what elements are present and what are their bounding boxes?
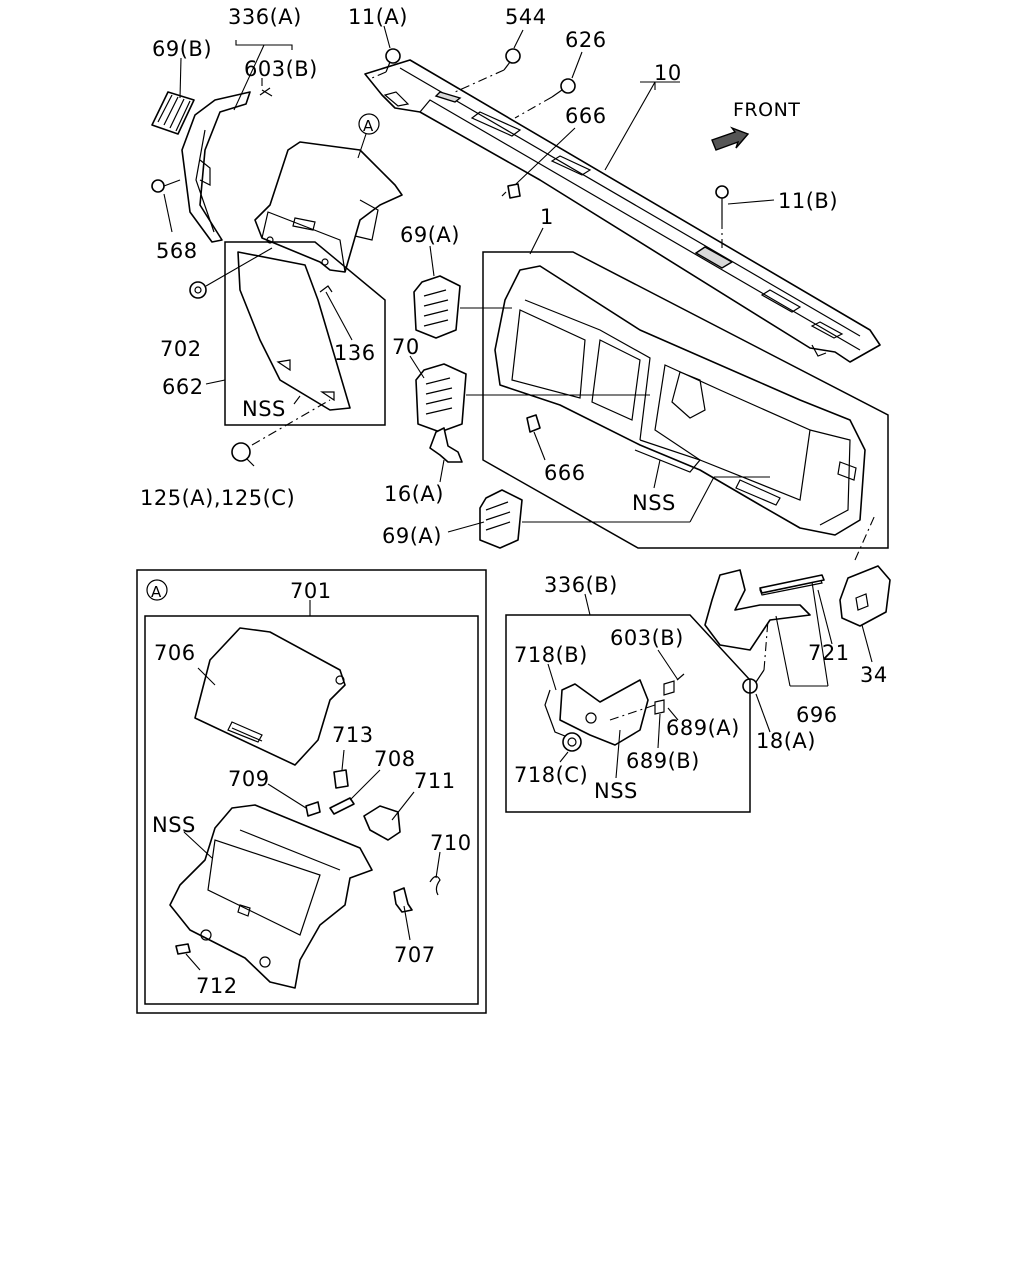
nut-702	[189, 247, 273, 299]
front-arrow-icon	[711, 126, 750, 151]
label-568: 568	[156, 239, 198, 263]
label-nss-left: NSS	[242, 397, 286, 421]
label-nss-a: NSS	[152, 813, 196, 837]
air-vent-70	[415, 363, 650, 433]
side-trim-panel-336a	[181, 91, 251, 243]
bracket-696-right	[811, 581, 829, 687]
label-662: 662	[162, 375, 204, 399]
lower-cover-336b	[544, 673, 685, 752]
label-708: 708	[374, 747, 416, 771]
end-cap-34	[839, 514, 891, 627]
label-69a-bottom: 69(A)	[382, 524, 442, 548]
label-696: 696	[796, 703, 838, 727]
box-662	[224, 241, 386, 426]
label-711: 711	[414, 769, 456, 793]
trim-strip-721	[759, 574, 825, 594]
dash-upper-rail-10	[364, 59, 881, 363]
label-689b: 689(B)	[626, 749, 700, 773]
air-vent-69a-upper	[413, 275, 512, 339]
label-11a: 11(A)	[348, 5, 408, 29]
label-710: 710	[430, 831, 472, 855]
label-712: 712	[196, 974, 238, 998]
label-718c: 718(C)	[514, 763, 588, 787]
label-721: 721	[808, 641, 850, 665]
label-336a: 336(A)	[228, 5, 302, 29]
label-709: 709	[228, 767, 270, 791]
bolt-11a	[371, 48, 401, 79]
glove-box-body	[169, 804, 373, 989]
lower-panel-662	[237, 251, 351, 411]
label-336b: 336(B)	[544, 573, 618, 597]
label-603b-mid: 603(B)	[610, 626, 684, 650]
hinge-707	[393, 887, 413, 913]
spring-710	[429, 875, 441, 896]
pin-708	[329, 797, 355, 815]
air-vent-69a-lower	[479, 476, 770, 549]
bolt-544	[454, 48, 521, 93]
leader-lines	[163, 25, 873, 971]
latch-711	[363, 805, 401, 841]
detail-marker-label: A	[363, 117, 374, 135]
label-11b: 11(B)	[778, 189, 838, 213]
label-136: 136	[334, 341, 376, 365]
detail-a-outer-box	[136, 569, 487, 1014]
label-689a: 689(A)	[666, 716, 740, 740]
callout-labels: 336(A) 69(B) 603(B) 11(A) 544 626 10 666…	[140, 5, 888, 998]
box-1	[482, 251, 889, 549]
label-713: 713	[332, 723, 374, 747]
clip-666-mid	[526, 414, 541, 433]
label-603b-top: 603(B)	[244, 57, 318, 81]
box-336b	[505, 614, 751, 813]
clip-666-top	[501, 183, 521, 199]
bolt-568	[151, 179, 181, 193]
clip-713	[333, 769, 349, 789]
detail-marker-a: A	[357, 113, 380, 159]
label-34: 34	[860, 663, 888, 687]
label-18a: 18(A)	[756, 729, 816, 753]
label-69b: 69(B)	[152, 37, 212, 61]
bolt-11b	[715, 185, 729, 250]
label-707: 707	[394, 943, 436, 967]
label-701: 701	[290, 579, 332, 603]
air-vent-69b	[151, 91, 195, 135]
clip-603b-top	[259, 87, 273, 97]
glove-box-lid-706	[194, 627, 346, 766]
label-125: 125(A),125(C)	[140, 486, 295, 510]
detail-a-marker: A	[146, 579, 168, 601]
label-706: 706	[154, 641, 196, 665]
pin-709	[305, 801, 321, 817]
label-702: 702	[160, 337, 202, 361]
pad-712	[175, 943, 191, 955]
label-16a: 16(A)	[384, 482, 444, 506]
bracket-696-left	[775, 615, 791, 687]
instrument-panel-1	[494, 265, 866, 536]
detail-a-inner-box	[144, 615, 479, 1005]
clip-136	[319, 285, 333, 293]
bolt-626	[514, 78, 576, 119]
label-626: 626	[565, 28, 607, 52]
label-666-mid: 666	[544, 461, 586, 485]
label-10: 10	[654, 61, 682, 85]
detail-a-marker-label: A	[151, 583, 162, 601]
label-nss-mid: NSS	[632, 491, 676, 515]
label-544: 544	[505, 5, 547, 29]
bracket-16a	[429, 427, 463, 463]
label-nss-b: NSS	[594, 779, 638, 803]
label-1: 1	[540, 205, 554, 229]
label-718b: 718(B)	[514, 643, 588, 667]
label-70: 70	[392, 335, 420, 359]
front-label: FRONT	[733, 99, 800, 121]
label-666-top: 666	[565, 104, 607, 128]
fastener-125	[231, 399, 331, 467]
glove-box-upper-a	[254, 141, 403, 273]
label-69a-top: 69(A)	[400, 223, 460, 247]
